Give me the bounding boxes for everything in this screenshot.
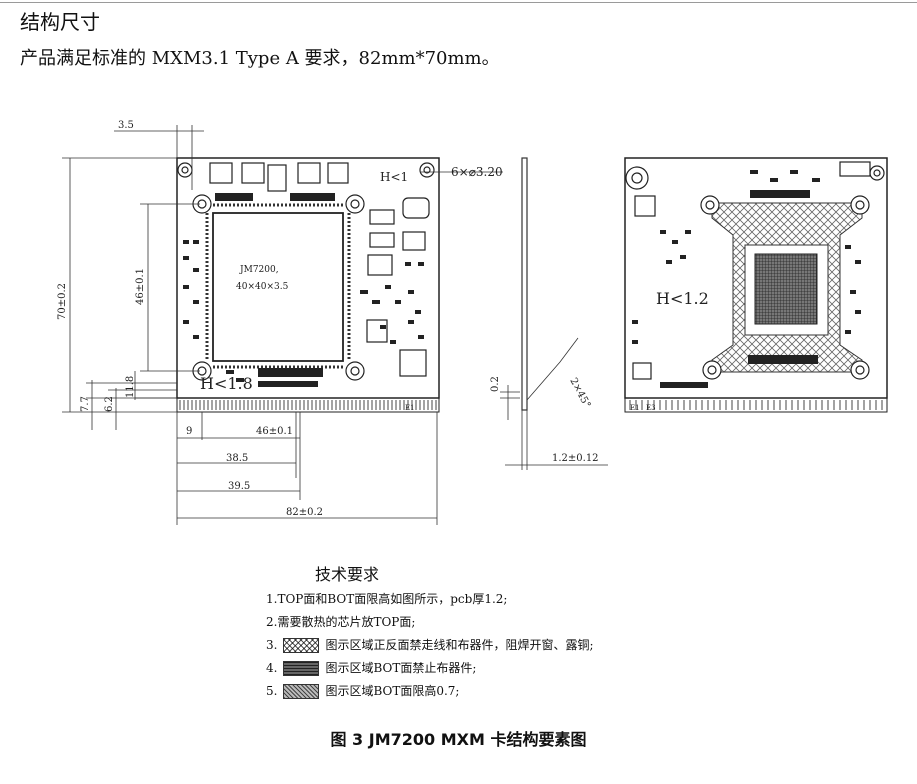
- bottom-edge-marker: E1: [630, 404, 640, 412]
- top-height-tag: H<1: [380, 170, 408, 184]
- top-edge-marker: E1: [405, 404, 415, 412]
- dense-grid-swatch: [283, 661, 320, 676]
- tech-requirements-title: 技术要求: [315, 565, 380, 584]
- chip-size-label: 40×40×3.5: [236, 282, 289, 292]
- tech-requirements-list: 1.TOP面和BOT面限高如图所示，pcb厚1.2; 2.需要散热的芯片放TOP…: [266, 588, 594, 703]
- dim-hole-spec: 6×⌀3.20: [451, 165, 503, 179]
- top-view-board: JM7200, 40×40×3.5 H<1.8 H<1 E1: [176, 157, 440, 413]
- dim-82-width: 82±0.2: [286, 507, 323, 518]
- dim-3-5: 3.5: [118, 120, 134, 131]
- dim-0-2: 0.2: [490, 376, 501, 392]
- note-3: 3.图示区域正反面禁走线和布器件，阻焊开窗、露铜;: [266, 638, 594, 653]
- bottom-view-board: H<1.2 E1 E3: [624, 157, 888, 413]
- dim-1-2-thickness: 1.2±0.12: [552, 453, 599, 464]
- dim-7-7: 7.7: [80, 396, 91, 412]
- dim-39-5: 39.5: [228, 481, 250, 492]
- chip-outline: [212, 212, 344, 362]
- bottom-height-label: H<1.2: [656, 289, 709, 308]
- chip-name-label: JM7200,: [239, 265, 279, 275]
- note-4: 4.图示区域BOT面禁止布器件;: [266, 661, 477, 676]
- top-rule: [0, 2, 917, 3]
- dim-6-2: 6.2: [104, 396, 115, 412]
- section-title: 结构尺寸: [20, 10, 100, 34]
- diagonal-hatch-swatch: [283, 684, 320, 699]
- figure-caption: 图 3 JM7200 MXM 卡结构要素图: [330, 730, 587, 749]
- dim-46-vertical: 46±0.1: [135, 268, 146, 305]
- note-2: 2.需要散热的芯片放TOP面;: [266, 615, 416, 629]
- intro-text: 产品满足标准的 MXM3.1 Type A 要求，82mm*70mm。: [20, 48, 500, 69]
- note-5: 5.图示区域BOT面限高0.7;: [266, 684, 460, 699]
- note-1: 1.TOP面和BOT面限高如图所示，pcb厚1.2;: [266, 592, 508, 606]
- dim-11-8: 11.8: [125, 376, 136, 398]
- dim-9: 9: [186, 426, 192, 437]
- dimension-lines: [62, 125, 503, 525]
- dim-38-5: 38.5: [226, 453, 248, 464]
- dim-chamfer: 2×45°: [567, 376, 592, 410]
- side-view: [500, 157, 608, 470]
- crosshatch-swatch: [283, 638, 320, 653]
- bottom-edge-marker-2: E3: [646, 404, 656, 412]
- dim-46-horizontal: 46±0.1: [256, 426, 293, 437]
- top-height-label: H<1.8: [200, 374, 253, 393]
- dim-70-height: 70±0.2: [57, 283, 68, 320]
